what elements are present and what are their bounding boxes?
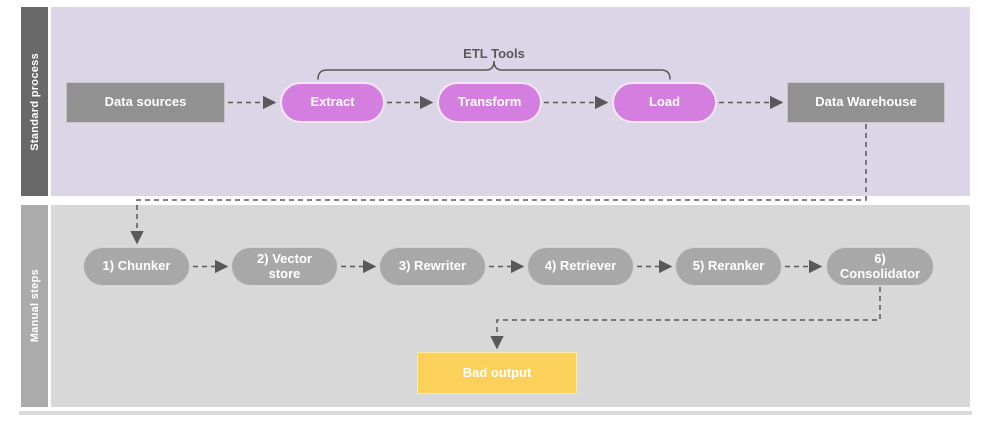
node-load: Load (612, 82, 717, 123)
node-transform: Transform (437, 82, 542, 123)
lane-label-manual-steps: Manual steps (21, 205, 48, 407)
node-chunker: 1) Chunker (83, 247, 190, 286)
lane-label-standard-process-text: Standard process (28, 52, 41, 151)
node-consolidator: 6) Consolidator (826, 247, 934, 286)
lane-label-standard-process: Standard process (21, 7, 48, 196)
etl-tools-label: ETL Tools (463, 46, 525, 61)
node-retriever: 4) Retriever (527, 247, 634, 286)
node-reranker: 5) Reranker (675, 247, 782, 286)
node-vector-store: 2) Vector store (231, 247, 338, 286)
lane-label-manual-steps-text: Manual steps (28, 269, 41, 343)
node-data-sources: Data sources (66, 82, 225, 123)
bottom-divider (19, 411, 972, 415)
node-data-warehouse: Data Warehouse (787, 82, 945, 123)
node-rewriter: 3) Rewriter (379, 247, 486, 286)
node-bad-output: Bad output (417, 352, 577, 394)
node-extract: Extract (280, 82, 385, 123)
